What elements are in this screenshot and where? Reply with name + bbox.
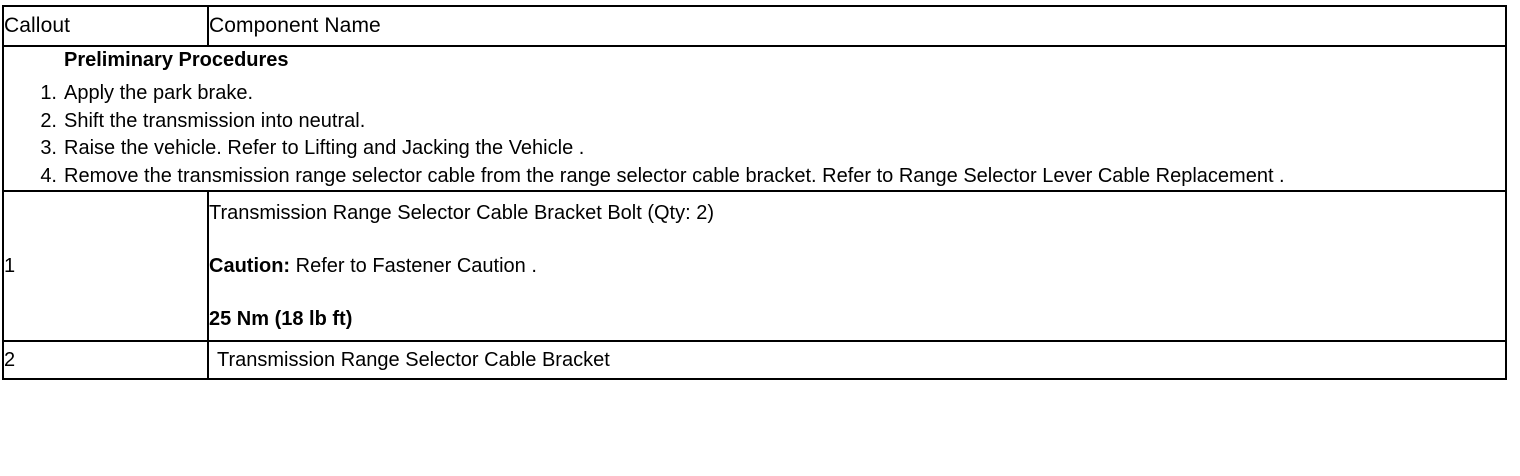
torque-spec: 25 Nm (18 lb ft) xyxy=(209,307,353,330)
caution-label: Caution: xyxy=(209,254,291,277)
preliminary-procedures-row: Preliminary Procedures 1. Apply the park… xyxy=(2,44,1507,193)
component-name-text: Transmission Range Selector Cable Bracke… xyxy=(217,348,610,371)
component-description-cell: Transmission Range Selector Cable Bracke… xyxy=(207,190,1507,343)
callout-number: 2 xyxy=(2,340,209,381)
callout-number: 1 xyxy=(2,190,209,343)
list-item-number: 3. xyxy=(40,137,57,160)
component-name-text: Transmission Range Selector Cable Bracke… xyxy=(209,201,715,224)
list-item-number: 2. xyxy=(40,109,57,132)
table-header-row: Callout Component Name xyxy=(2,5,1507,47)
list-item: 2. Shift the transmission into neutral. xyxy=(40,108,1481,136)
component-description-cell: Transmission Range Selector Cable Bracke… xyxy=(207,340,1507,381)
list-item-number: 1. xyxy=(40,82,57,104)
caution-text: Refer to Fastener Caution . xyxy=(290,254,537,277)
list-item: 4. Remove the transmission range selecto… xyxy=(40,163,1481,191)
header-component-name: Component Name xyxy=(207,5,1507,47)
header-callout: Callout xyxy=(2,5,209,47)
preliminary-procedures-title: Preliminary Procedures xyxy=(64,49,289,71)
list-item-text: Raise the vehicle. Refer to Lifting and … xyxy=(64,137,585,160)
preliminary-procedures-cell: Preliminary Procedures 1. Apply the park… xyxy=(2,44,1507,193)
list-item-text: Shift the transmission into neutral. xyxy=(64,109,366,132)
table-row: 2 Transmission Range Selector Cable Brac… xyxy=(2,340,1507,381)
list-item-text: Apply the park brake. xyxy=(64,82,253,104)
list-item-number: 4. xyxy=(40,164,57,187)
preliminary-procedures-list: 1. Apply the park brake. 2. Shift the tr… xyxy=(4,80,1505,190)
list-item: 3. Raise the vehicle. Refer to Lifting a… xyxy=(40,135,1481,163)
list-item: 1. Apply the park brake. xyxy=(40,80,1481,108)
table-row: 1 Transmission Range Selector Cable Brac… xyxy=(2,190,1507,343)
caution-note: Caution: Refer to Fastener Caution . xyxy=(209,253,1505,280)
component-callout-table: Callout Component Name Preliminary Proce… xyxy=(2,5,1507,381)
list-item-text: Remove the transmission range selector c… xyxy=(64,164,1285,187)
